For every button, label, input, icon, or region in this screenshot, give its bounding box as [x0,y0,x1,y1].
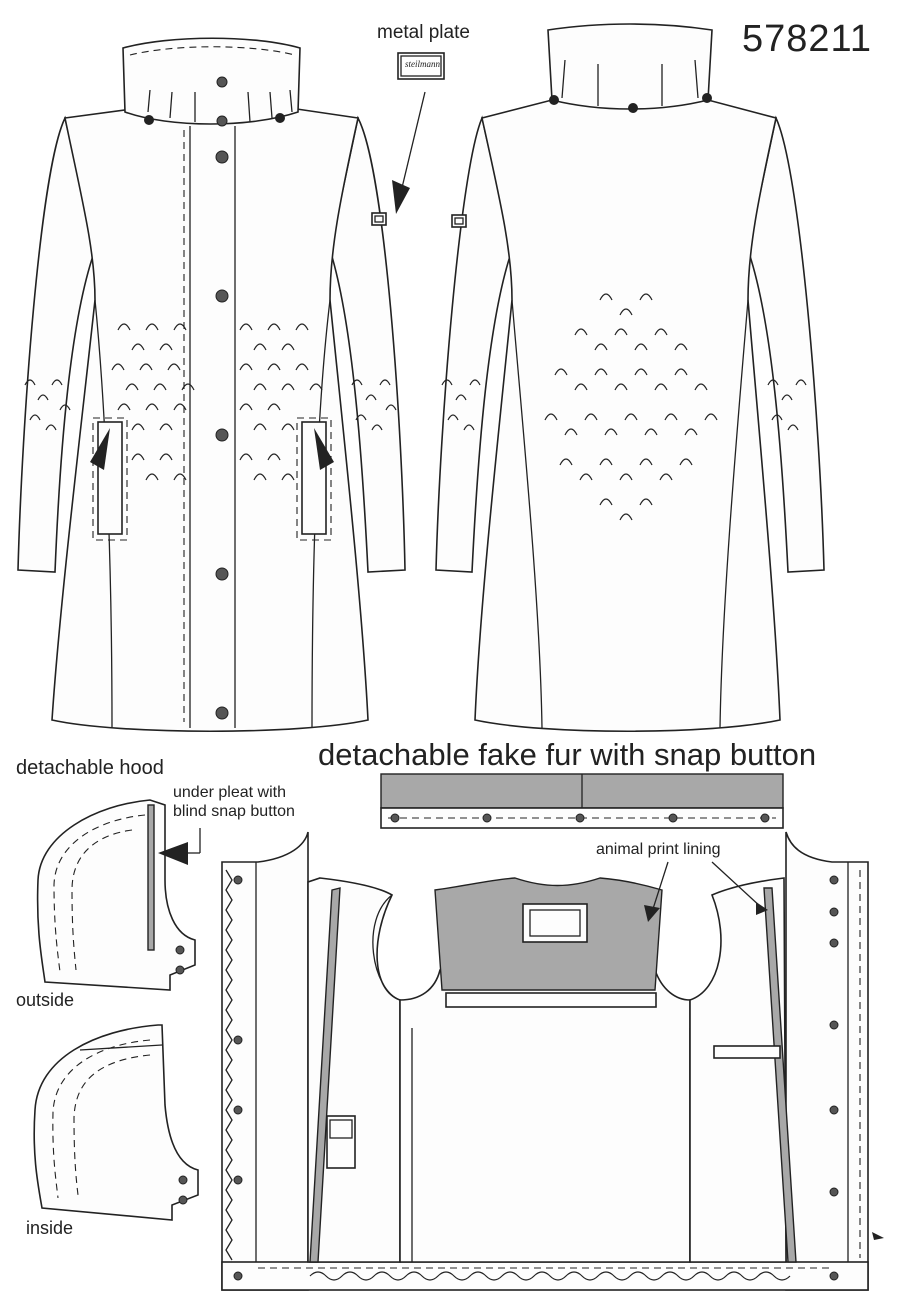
front-collar [122,37,301,125]
under-pleat-line-1: under pleat with [173,784,286,801]
back-fur-texture [441,293,807,521]
front-fur-texture [24,323,397,481]
back-view [435,23,825,733]
hood-inside [33,1024,199,1221]
front-left-sleeve [17,115,96,573]
detachable-hood-label: detachable hood [16,757,164,779]
outside-label: outside [16,990,75,1010]
front-view [17,37,406,733]
hood-outside [36,799,201,991]
animal-print-lining-label: animal print lining [596,841,721,858]
fake-fur-label: detachable fake fur with snap button [318,737,817,772]
style-number: 578211 [742,18,872,60]
metal-plate-callout [392,52,445,214]
front-body [51,107,369,733]
back-collar [547,23,713,110]
under-pleat-label: under pleat with blind snap button [173,783,333,821]
metal-plate-label: metal plate [377,22,470,43]
inside-label: inside [26,1218,74,1238]
inside-view [221,831,884,1291]
fake-fur-strip [380,773,784,829]
plate-brand-label: steilmann [405,59,440,69]
under-pleat-line-2: blind snap button [173,803,295,820]
back-right-sleeve [747,115,825,573]
